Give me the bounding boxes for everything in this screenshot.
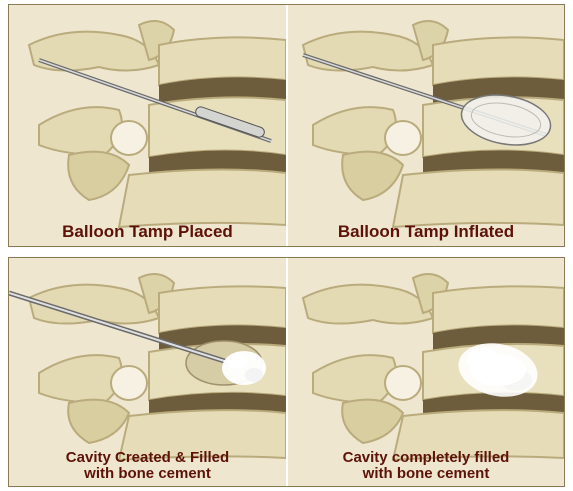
lower-vertebral-body xyxy=(119,169,286,227)
panel-cavity-completely-filled: Cavity completely filled with bone cemen… xyxy=(288,258,564,486)
caption-line-1: Cavity completely filled xyxy=(288,450,564,466)
spine-illustration xyxy=(9,5,286,246)
top-panel-group: Balloon Tamp Placed Balloon Tamp Inflate… xyxy=(8,4,565,247)
panel-cavity-created-filled: Cavity Created & Filled with bone cement xyxy=(9,258,286,486)
neural-foramen xyxy=(385,366,421,400)
panel-balloon-tamp-placed: Balloon Tamp Placed xyxy=(9,5,286,246)
spine-illustration xyxy=(288,5,564,246)
neural-foramen xyxy=(111,121,147,155)
caption: Balloon Tamp Inflated xyxy=(288,223,564,240)
caption-line-1: Cavity Created & Filled xyxy=(9,450,286,466)
caption-line-2: with bone cement xyxy=(288,466,564,482)
lower-vertebral-body xyxy=(393,169,564,227)
neural-foramen xyxy=(385,121,421,155)
caption: Cavity completely filled with bone cemen… xyxy=(288,450,564,482)
bone-cement xyxy=(222,351,266,385)
neural-foramen xyxy=(111,366,147,400)
caption: Balloon Tamp Placed xyxy=(9,223,286,240)
caption-line-2: with bone cement xyxy=(9,466,286,482)
bottom-panel-group: Cavity Created & Filled with bone cement xyxy=(8,257,565,487)
panel-balloon-tamp-inflated: Balloon Tamp Inflated xyxy=(288,5,564,246)
caption: Cavity Created & Filled with bone cement xyxy=(9,450,286,482)
